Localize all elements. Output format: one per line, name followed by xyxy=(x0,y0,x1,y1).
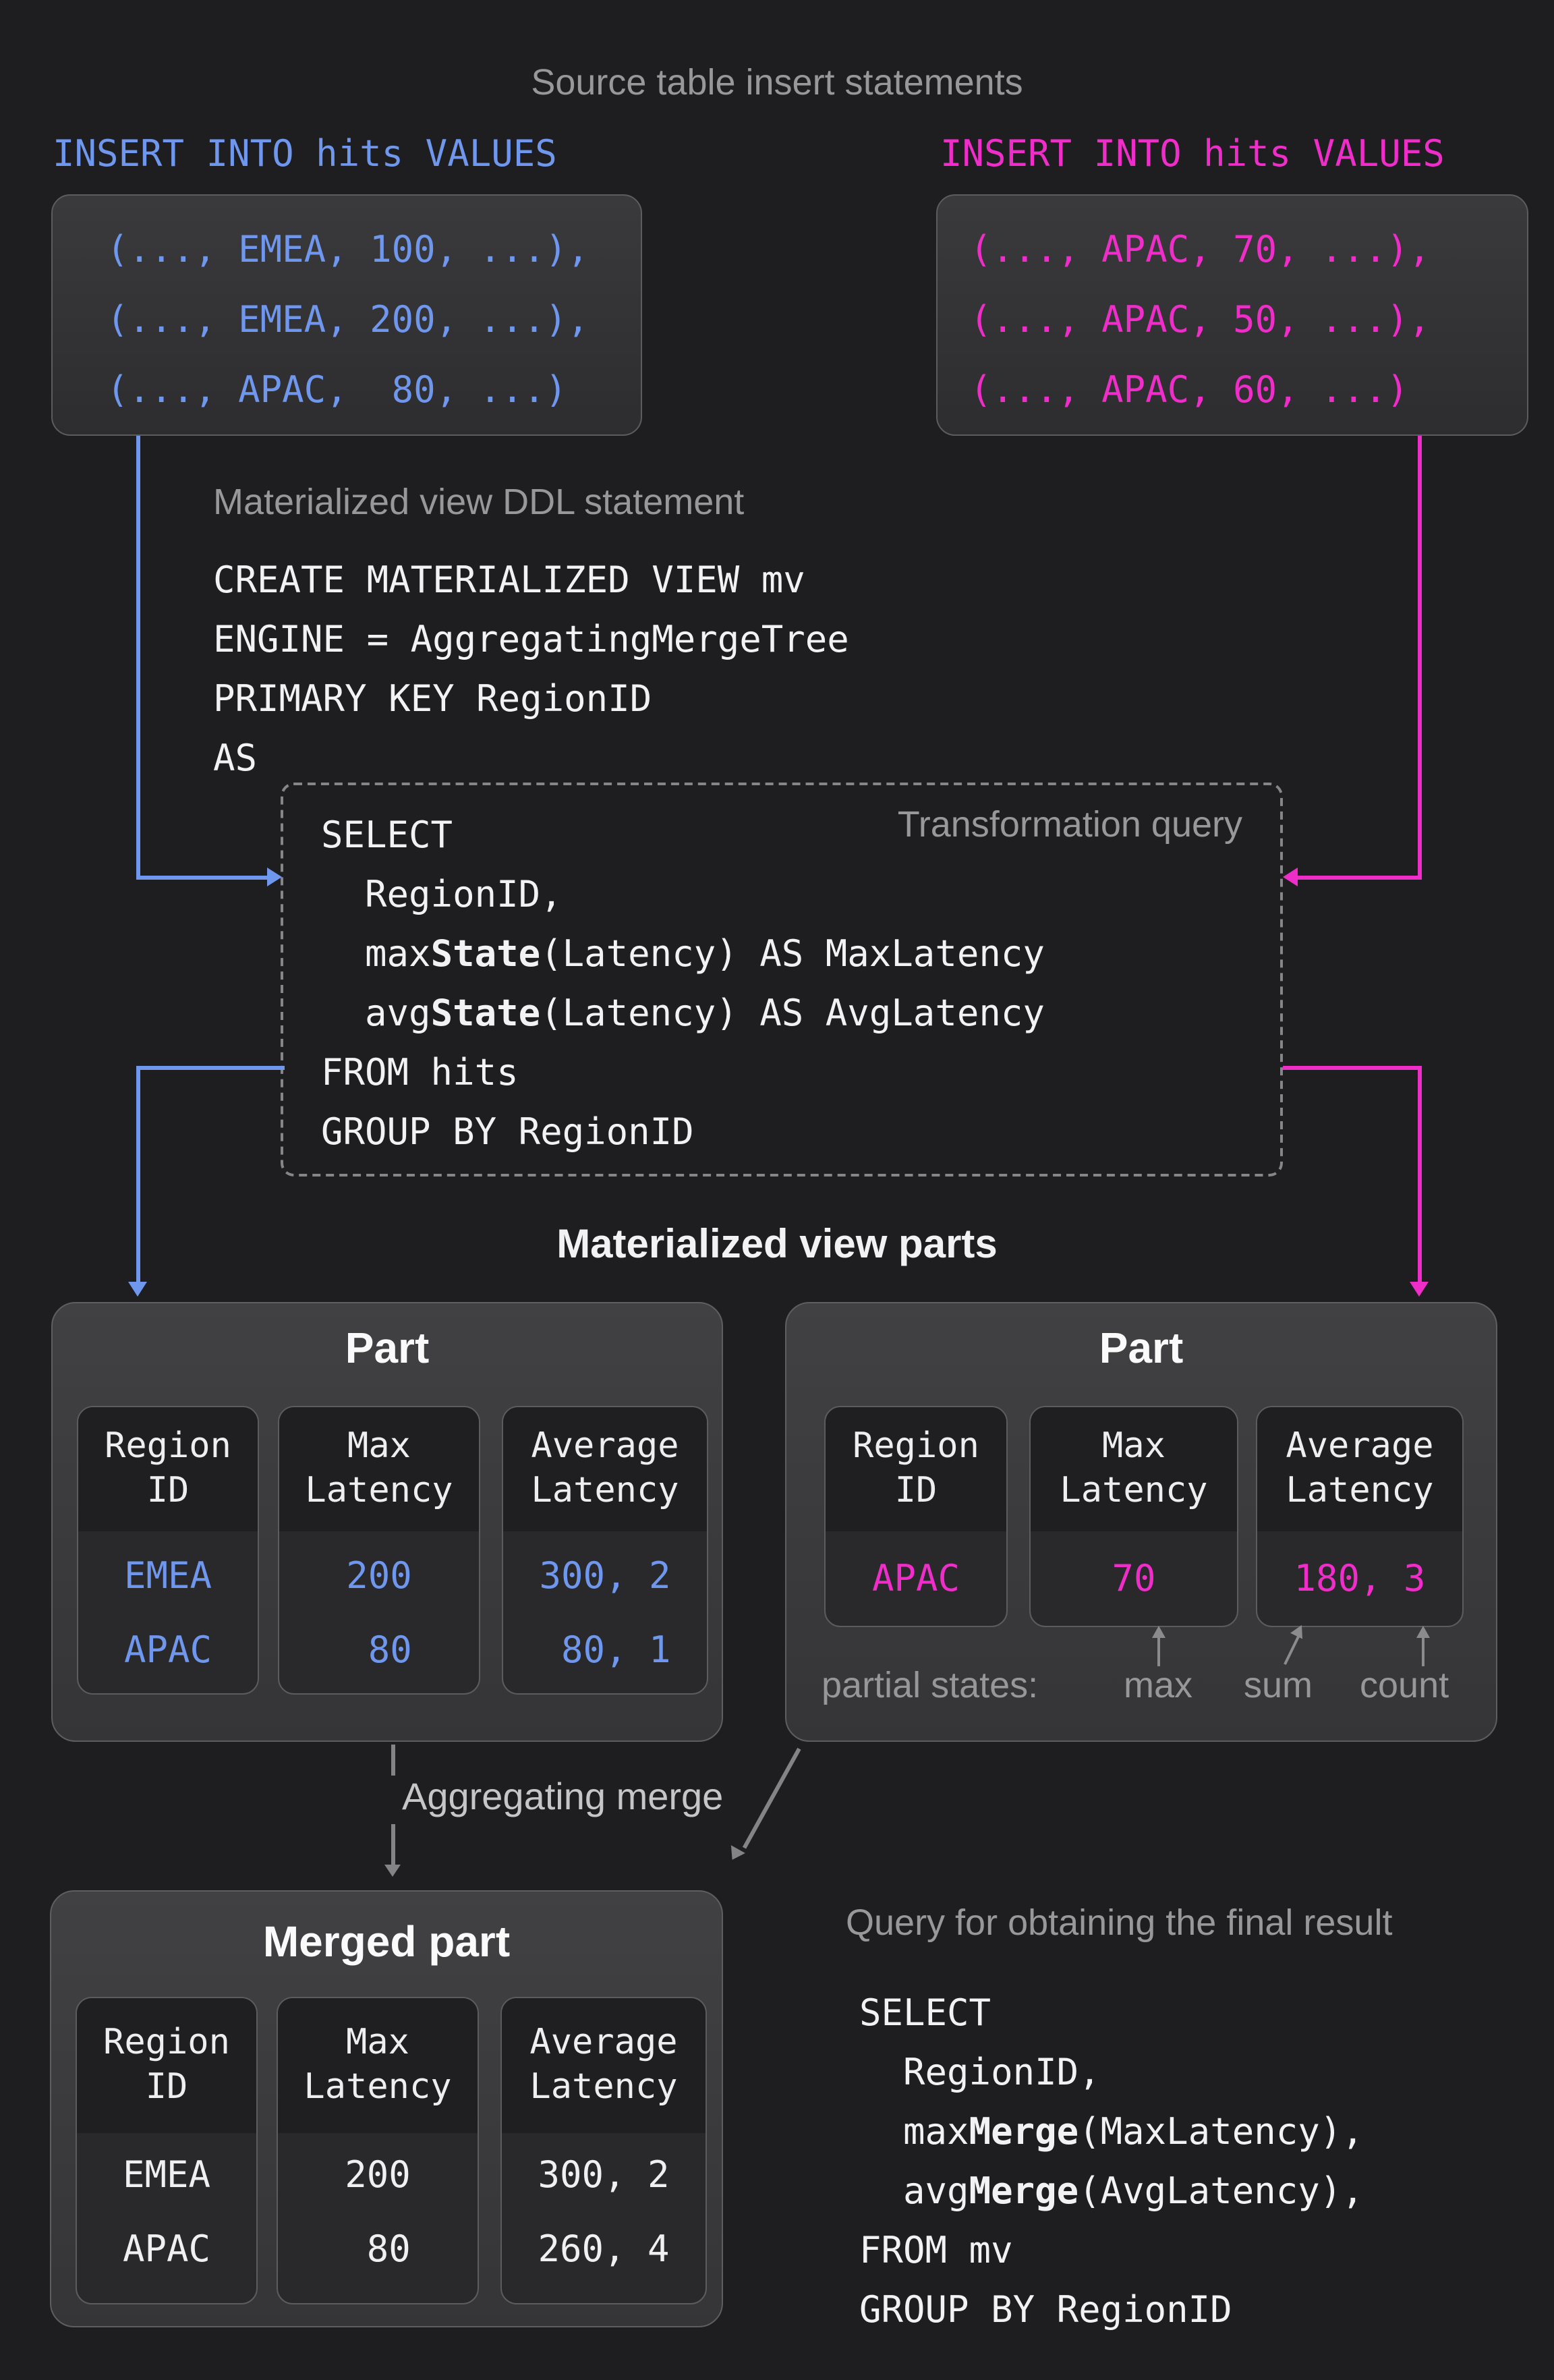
section-title-final-query: Query for obtaining the final result xyxy=(846,1902,1393,1943)
cell-value: 80 xyxy=(346,1630,412,1672)
column-card-region-id: Region ID APAC xyxy=(824,1406,1008,1627)
aggregating-merge-label: Aggregating merge xyxy=(402,1776,724,1817)
merge-arrow-left-segment-top xyxy=(391,1745,395,1776)
merge-arrow-left-segment-bottom xyxy=(391,1824,395,1865)
column-header: Max Latency xyxy=(279,1407,479,1531)
merge-arrowhead-right-icon xyxy=(725,1845,745,1864)
partial-states-label: partial states: xyxy=(822,1665,1039,1705)
partial-state-max: max xyxy=(1124,1665,1193,1705)
section-title-source-inserts: Source table insert statements xyxy=(531,62,1023,103)
column-header: Average Latency xyxy=(502,1998,706,2133)
section-title-ddl: Materialized view DDL statement xyxy=(213,482,745,522)
cell-value: 200 xyxy=(345,2155,411,2197)
transformation-query-label: Transformation query xyxy=(897,804,1242,845)
part-box-right: Part Region ID APAC Max Latency 70 Avera… xyxy=(785,1302,1497,1742)
section-title-mv-parts: Materialized view parts xyxy=(556,1222,998,1267)
merged-part-title: Merged part xyxy=(262,1917,511,1966)
count-pointer-line xyxy=(1422,1637,1424,1666)
column-header: Region ID xyxy=(78,1407,258,1531)
cell-value: 80 xyxy=(345,2229,411,2271)
column-header: Max Latency xyxy=(278,1998,478,2133)
column-card-max-latency: Max Latency 200 80 xyxy=(277,1997,479,2304)
column-header: Average Latency xyxy=(1257,1407,1462,1531)
magenta-connector-into-query xyxy=(1296,875,1420,879)
cell-value: 200 xyxy=(346,1556,412,1597)
magenta-connector-vertical-top xyxy=(1417,436,1421,880)
blue-arrowhead-right-icon xyxy=(267,868,282,886)
column-header: Average Latency xyxy=(503,1407,707,1531)
magenta-connector-vertical-bottom xyxy=(1417,1065,1421,1282)
cell-value: APAC xyxy=(871,1558,960,1600)
cell-value: 260, 4 xyxy=(538,2229,670,2271)
transformation-query-box: Transformation query SELECT RegionID, ma… xyxy=(281,783,1283,1177)
column-card-region-id: Region ID EMEA APAC xyxy=(77,1406,259,1695)
insert-statement-label-left: INSERT INTO hits VALUES xyxy=(53,134,557,175)
column-card-average-latency: Average Latency 300, 2 80, 1 xyxy=(502,1406,708,1695)
cell-value: 180, 3 xyxy=(1294,1558,1426,1600)
max-pointer-arrowhead-icon xyxy=(1152,1626,1166,1638)
column-card-average-latency: Average Latency 300, 2 260, 4 xyxy=(500,1997,707,2304)
column-card-max-latency: Max Latency 70 xyxy=(1029,1406,1238,1627)
cell-value: 80, 1 xyxy=(539,1630,671,1672)
column-card-max-latency: Max Latency 200 80 xyxy=(278,1406,480,1695)
column-header: Region ID xyxy=(826,1407,1006,1531)
part-box-left-title: Part xyxy=(345,1324,430,1372)
magenta-arrowhead-left-icon xyxy=(1283,868,1298,886)
column-card-average-latency: Average Latency 180, 3 xyxy=(1256,1406,1464,1627)
cell-value: 300, 2 xyxy=(538,2155,670,2197)
sum-pointer-line xyxy=(1284,1635,1300,1666)
part-box-right-title: Part xyxy=(1099,1324,1184,1372)
merge-arrowhead-left-icon xyxy=(384,1865,400,1877)
blue-connector-vertical-bottom xyxy=(136,1065,140,1282)
cell-value: 300, 2 xyxy=(539,1556,671,1597)
blue-arrowhead-down-icon xyxy=(128,1282,147,1297)
partial-state-sum: sum xyxy=(1244,1665,1313,1705)
column-header: Max Latency xyxy=(1031,1407,1237,1531)
blue-connector-out-of-query xyxy=(136,1065,284,1069)
insert-statement-label-right: INSERT INTO hits VALUES xyxy=(940,134,1445,175)
cell-value: EMEA xyxy=(122,2155,211,2197)
magenta-arrowhead-down-icon xyxy=(1410,1282,1429,1297)
cell-value: APAC xyxy=(123,1630,212,1672)
merge-arrow-right-diagonal xyxy=(741,1747,800,1849)
merged-part-box: Merged part Region ID EMEA APAC Max Late… xyxy=(50,1890,723,2327)
count-pointer-arrowhead-icon xyxy=(1416,1626,1430,1638)
blue-connector-vertical-top xyxy=(136,436,140,880)
cell-value: APAC xyxy=(122,2229,211,2271)
blue-connector-into-query xyxy=(136,875,268,879)
insert-values-box-left: (..., EMEA, 100, ...),(..., EMEA, 200, .… xyxy=(51,194,642,436)
part-box-left: Part Region ID EMEA APAC Max Latency 200… xyxy=(51,1302,723,1742)
column-card-region-id: Region ID EMEA APAC xyxy=(76,1997,258,2304)
cell-value: 70 xyxy=(1112,1558,1156,1600)
insert-values-box-right: (..., APAC, 70, ...),(..., APAC, 50, ...… xyxy=(936,194,1528,436)
cell-value: EMEA xyxy=(123,1556,212,1597)
column-header: Region ID xyxy=(77,1998,256,2133)
partial-state-count: count xyxy=(1360,1665,1449,1705)
magenta-connector-out-of-query xyxy=(1283,1065,1420,1069)
max-pointer-line xyxy=(1157,1637,1160,1666)
